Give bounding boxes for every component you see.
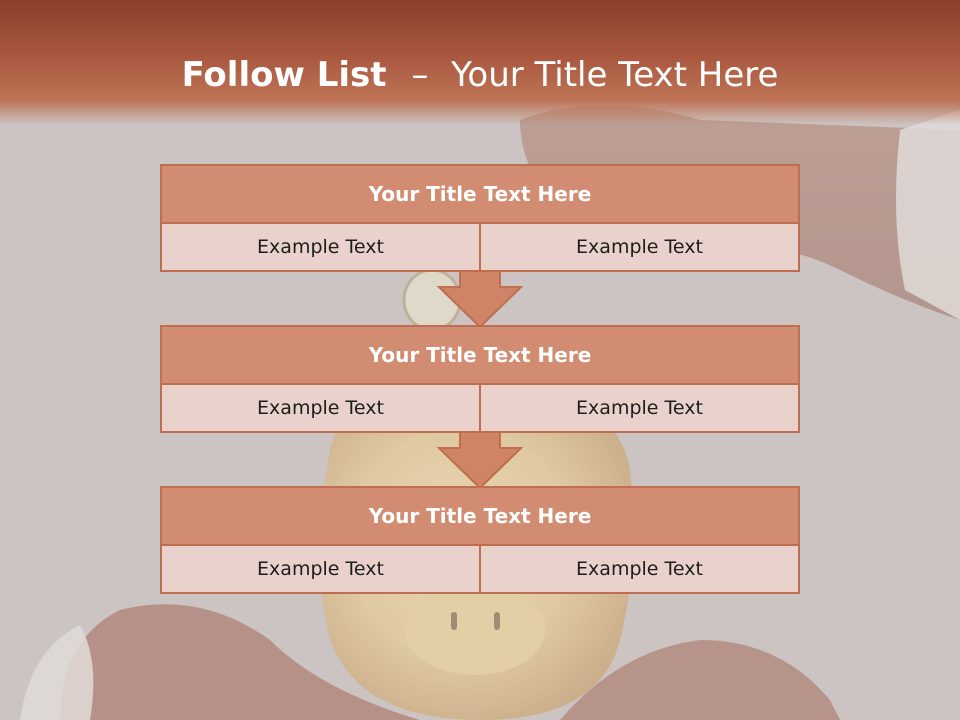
sleeve-cuff [896, 110, 960, 320]
lower-hand [60, 604, 420, 720]
block-title: Your Title Text Here [162, 327, 798, 385]
block-title: Your Title Text Here [162, 488, 798, 546]
title-rest: Your Title Text Here [451, 55, 779, 95]
block-title: Your Title Text Here [162, 166, 798, 224]
block-row: Example Text Example Text [162, 546, 798, 592]
block-cell-left: Example Text [162, 224, 481, 270]
list-block-2: Your Title Text Here Example Text Exampl… [160, 325, 800, 433]
lower-sleeve [20, 625, 94, 720]
title-banner [0, 0, 960, 125]
list-block-3: Your Title Text Here Example Text Exampl… [160, 486, 800, 594]
block-cell-left: Example Text [162, 546, 481, 592]
down-arrow-icon [437, 270, 523, 328]
lower-hand-right [560, 640, 840, 720]
block-cell-right: Example Text [576, 236, 703, 258]
block-cell-right: Example Text [576, 397, 703, 419]
list-block-1: Your Title Text Here Example Text Exampl… [160, 164, 800, 272]
block-row: Example Text Example Text [162, 385, 798, 431]
block-row: Example Text Example Text [162, 224, 798, 270]
title-bold: Follow List [181, 55, 387, 95]
slide-title: Follow List – Your Title Text Here [0, 52, 960, 98]
title-dash: – [411, 55, 429, 95]
block-cell-left: Example Text [162, 385, 481, 431]
pig-snout [405, 585, 545, 675]
block-cell-right: Example Text [576, 558, 703, 580]
down-arrow-icon [437, 431, 523, 489]
